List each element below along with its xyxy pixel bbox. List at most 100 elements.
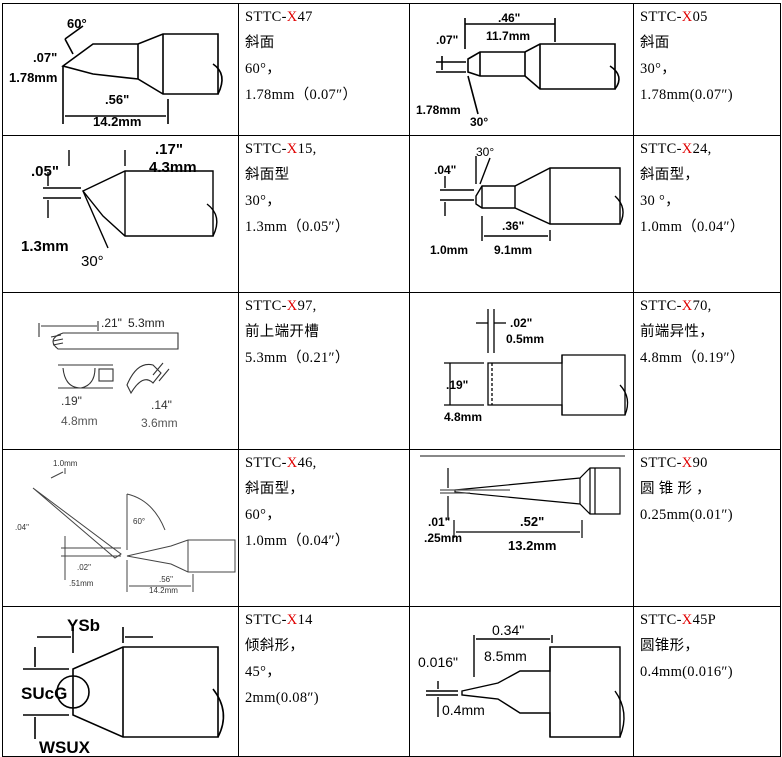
dim-inch-a: .04": [434, 163, 456, 177]
label-b: SUcG: [21, 684, 67, 703]
dim-mm-b: 4.3mm: [149, 159, 197, 176]
dim-mm-a: 11.7mm: [486, 29, 530, 43]
tip-size: 1.78mm（0.07″）: [245, 87, 358, 103]
dim-angle: 60°: [133, 517, 145, 526]
tip-angle: 30°，: [245, 193, 281, 209]
tip-drawing-x90: .01" .25mm .52" 13.2mm: [420, 455, 625, 553]
dim-mm-b: 14.2mm: [93, 114, 141, 129]
dim-inch-a: .46": [498, 11, 520, 25]
dim-mm-b: .51mm: [69, 579, 94, 588]
dim-inch-a: 0.34": [492, 622, 524, 638]
tip-diagram-x24: .04" 30° .36" 1.0mm 9.1mm: [409, 135, 634, 293]
dim-inch-b: .36": [502, 219, 524, 233]
tip-size: 2mm(0.08″): [245, 690, 319, 706]
dim-mm-c: 14.2mm: [149, 586, 178, 595]
tip-spec-x47: STTC-X47 斜面 60°， 1.78mm（0.07″）: [238, 3, 410, 136]
tip-spec-x70: STTC-X70, 前端异性， 4.8mm（0.19″）: [633, 292, 781, 450]
tip-size: 1.0mm（0.04″）: [245, 533, 350, 549]
table-row: YSb SUcG WSUX STTC-X14 倾斜形， 45°， 2mm(0.0…: [2, 606, 781, 757]
dim-angle: 30°: [470, 115, 488, 129]
dim-angle: 30°: [476, 145, 494, 159]
tip-drawing-x47: 60° .07" 1.78mm .56" 14.2mm: [9, 16, 223, 129]
dim-inch-a: .01": [428, 515, 450, 529]
dim-mm-b: 1.78mm: [416, 103, 461, 117]
tip-spec-x15: STTC-X15, 斜面型 30°， 1.3mm（0.05″）: [238, 135, 410, 293]
dim-inch-b: .19": [61, 394, 82, 408]
tip-drawing-x45p: 0.34" 8.5mm 0.016" 0.4mm: [418, 622, 625, 738]
tip-drawing-x70: .02" 0.5mm .19" 4.8mm: [444, 309, 629, 424]
tip-diagram-x45p: 0.34" 8.5mm 0.016" 0.4mm: [409, 606, 634, 757]
table-row: 1.0mm .04" 60° .02" .51mm .56" 14.2mm ST…: [2, 449, 781, 607]
tip-drawing-x15: .05" .17" 4.3mm 1.3mm 30°: [21, 141, 218, 270]
tip-shape: 圆 锥 形 ，: [640, 481, 711, 497]
tip-size: 5.3mm（0.21″）: [245, 350, 350, 366]
tip-drawing-x46: 1.0mm .04" 60° .02" .51mm .56" 14.2mm: [15, 459, 236, 595]
dim-mm-c: 3.6mm: [141, 416, 178, 430]
tip-code: STTC-X05: [640, 9, 708, 25]
tip-angle: 30 °，: [640, 193, 680, 209]
dim-inch-a: .04": [15, 523, 29, 532]
tip-drawing-x97: .21" 5.3mm .19" 4.8mm .14" 3.6mm: [38, 316, 179, 430]
tip-diagram-x15: .05" .17" 4.3mm 1.3mm 30°: [2, 135, 239, 293]
tip-shape: 斜面: [640, 35, 670, 51]
dim-angle: 30°: [81, 253, 104, 270]
dim-inch-a: .05": [31, 163, 59, 180]
dim-inch-b: .19": [446, 378, 468, 392]
tip-drawing-x14: YSb SUcG WSUX: [21, 616, 225, 755]
tip-diagram-x97: .21" 5.3mm .19" 4.8mm .14" 3.6mm: [2, 292, 239, 450]
tip-drawing-x05: .46" 11.7mm .07" 1.78mm 30°: [416, 11, 620, 129]
tip-diagram-x90: .01" .25mm .52" 13.2mm: [409, 449, 634, 607]
tip-diagram-x47: 60° .07" 1.78mm .56" 14.2mm: [2, 3, 239, 136]
tip-angle: 45°，: [245, 664, 281, 680]
tip-shape: 斜面型，: [640, 167, 700, 183]
dim-inch-b: .56": [105, 92, 129, 107]
dim-mm-a: 1.78mm: [9, 70, 57, 85]
tip-code: STTC-X24,: [640, 141, 712, 157]
dim-mm-a: 1.0mm: [430, 243, 468, 257]
tip-diagram-x05: .46" 11.7mm .07" 1.78mm 30°: [409, 3, 634, 136]
tip-size: 1.78mm(0.07″): [640, 87, 733, 103]
tip-spec-x14: STTC-X14 倾斜形， 45°， 2mm(0.08″): [238, 606, 410, 757]
tip-size: 0.4mm(0.016″): [640, 664, 733, 680]
tip-diagram-x14: YSb SUcG WSUX: [2, 606, 239, 757]
dim-mm-a: 1.3mm: [21, 238, 69, 255]
table-row: .21" 5.3mm .19" 4.8mm .14" 3.6mm STTC-X9…: [2, 292, 781, 450]
dim-inch-c: .56": [159, 575, 173, 584]
tip-spec-table: 60° .07" 1.78mm .56" 14.2mm STTC-X47 斜面 …: [2, 3, 781, 757]
tip-angle: 30°，: [640, 61, 676, 77]
tip-shape: 前上端开槽: [245, 324, 319, 340]
tip-code: STTC-X70,: [640, 298, 712, 314]
label-c: WSUX: [39, 738, 91, 755]
dim-mm-a: .25mm: [424, 531, 462, 545]
tip-spec-x05: STTC-X05 斜面 30°， 1.78mm(0.07″): [633, 3, 781, 136]
tip-code: STTC-X15,: [245, 141, 317, 157]
dim-inch-b: .02": [77, 563, 91, 572]
dim-inch-b: .17": [155, 141, 183, 158]
tip-spec-x97: STTC-X97, 前上端开槽 5.3mm（0.21″）: [238, 292, 410, 450]
tip-size: 4.8mm（0.19″）: [640, 350, 745, 366]
dim-mm-a: 1.0mm: [53, 459, 78, 468]
tip-size: 1.0mm（0.04″）: [640, 219, 745, 235]
label-a: YSb: [67, 616, 100, 635]
table-row: .05" .17" 4.3mm 1.3mm 30° STTC-X15, 斜面型 …: [2, 135, 781, 293]
dim-inch-b: 0.016": [418, 654, 458, 670]
tip-code: STTC-X46,: [245, 455, 317, 471]
dim-inch-b: .07": [436, 33, 458, 47]
tip-shape: 圆锥形，: [640, 638, 700, 654]
dim-inch-c: .14": [151, 398, 172, 412]
tip-size: 1.3mm（0.05″）: [245, 219, 350, 235]
tip-size: 0.25mm(0.01″): [640, 507, 733, 523]
tip-code: STTC-X45P: [640, 612, 717, 628]
tip-shape: 斜面型，: [245, 481, 305, 497]
tip-shape: 前端异性，: [640, 324, 714, 340]
tip-code: STTC-X14: [245, 612, 313, 628]
dim-mm-b: 13.2mm: [508, 538, 556, 553]
dim-inch-a: .02": [510, 316, 532, 330]
tip-spec-x90: STTC-X90 圆 锥 形 ， 0.25mm(0.01″): [633, 449, 781, 607]
table-row: 60° .07" 1.78mm .56" 14.2mm STTC-X47 斜面 …: [2, 3, 781, 136]
tip-diagram-x70: .02" 0.5mm .19" 4.8mm: [409, 292, 634, 450]
dim-mm-a: 8.5mm: [484, 648, 527, 664]
dim-angle: 60°: [67, 16, 87, 31]
tip-angle: 60°，: [245, 507, 281, 523]
dim-mm-b: 0.4mm: [442, 702, 485, 718]
